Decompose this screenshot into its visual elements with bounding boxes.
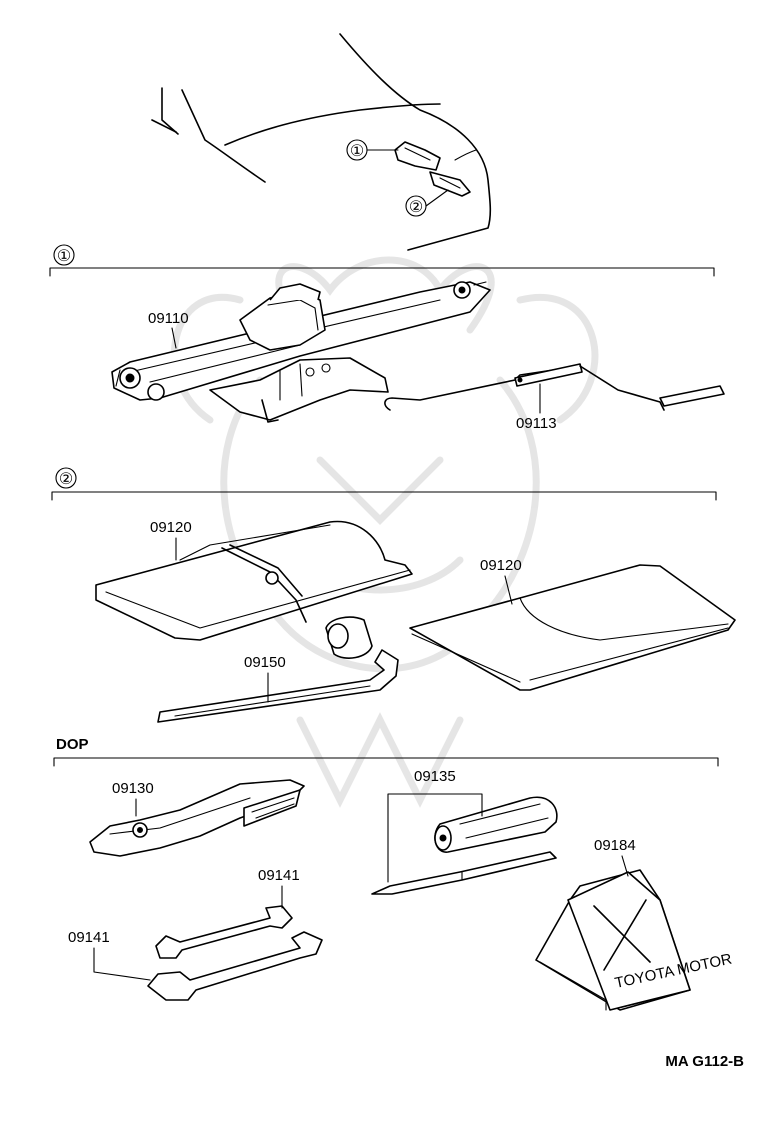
section-1-header: ① [49, 244, 715, 277]
section-2-header: ② [51, 467, 717, 501]
part-number-wrench-upper: 09141 [258, 867, 300, 884]
part-number-screwdriver: 09135 [414, 768, 456, 785]
jack-handle [384, 363, 725, 411]
part-number-jack-handle: 09113 [516, 415, 557, 432]
pliers [89, 779, 305, 857]
part-number-wheel-wrench: 09150 [244, 654, 286, 671]
wheel-wrench [157, 616, 399, 723]
tool-bag-flat [409, 564, 736, 691]
wheel-wrench-label: 09150 [244, 654, 286, 703]
part-number-wrench-lower: 09141 [68, 929, 110, 946]
tool-bag-rolled-label: 09120 [150, 519, 192, 561]
car-body [151, 33, 492, 251]
dop-header: DOP [53, 736, 719, 767]
screwdriver-shaft [371, 851, 557, 895]
callout-1-label: ① [350, 143, 364, 160]
callout-1: ① [346, 139, 399, 161]
wrench-lower-label: 09141 [68, 929, 151, 981]
section-1-marker: ① [57, 248, 71, 265]
car-tool-items [394, 141, 471, 197]
wrench-upper-label: 09141 [258, 867, 300, 909]
part-number-pliers: 09130 [112, 780, 154, 797]
reference-code: MA G112-B [665, 1053, 744, 1070]
tool-bag-flat-label: 09120 [480, 557, 522, 605]
jack-handle-label: 09113 [516, 383, 557, 432]
callout-2-label: ② [409, 199, 423, 216]
wrench-upper [155, 905, 293, 959]
part-number-tool-bag-rolled: 09120 [150, 519, 192, 536]
jack-label: 09110 [148, 310, 189, 349]
pliers-label: 09130 [112, 780, 154, 817]
tool-bag-rolled [95, 520, 413, 641]
warning-triangle: TOYOTA MOTOR [535, 869, 734, 1011]
wrench-lower [147, 931, 323, 1001]
triangle-label: 09184 [594, 837, 636, 877]
section-dop-label: DOP [56, 736, 89, 753]
part-number-jack: 09110 [148, 310, 189, 327]
screwdriver-label: 09135 [387, 768, 483, 883]
part-number-triangle: 09184 [594, 837, 636, 854]
screwdriver-handle [434, 796, 558, 853]
scissor-jack [111, 281, 491, 423]
section-2-marker: ② [59, 471, 73, 488]
part-number-tool-bag-flat: 09120 [480, 557, 522, 574]
callout-2: ② [405, 189, 449, 217]
